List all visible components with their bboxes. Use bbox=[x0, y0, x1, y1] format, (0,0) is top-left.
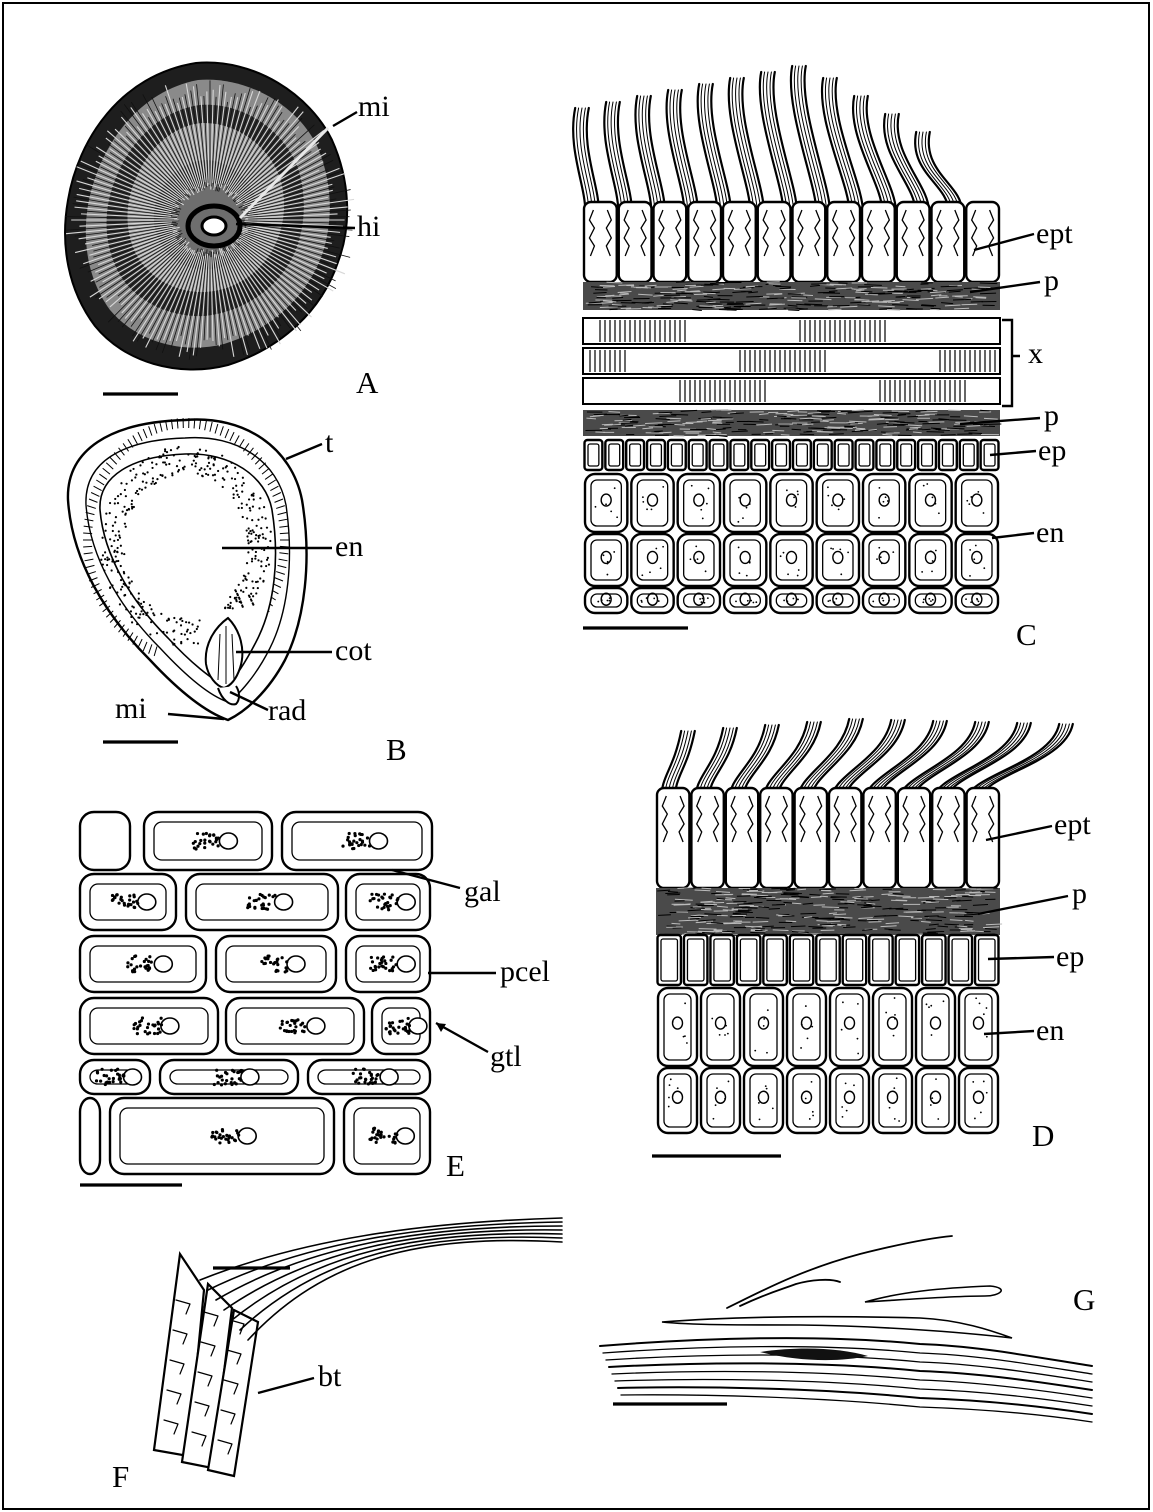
seed-longitudinal-section-drawing bbox=[68, 418, 307, 720]
fiber-strands-drawing bbox=[600, 1236, 1092, 1422]
label-x: x bbox=[1028, 337, 1043, 370]
label-ep: ep bbox=[1038, 434, 1066, 467]
panel-letter: G bbox=[1073, 1282, 1095, 1317]
panel-letter: F bbox=[112, 1459, 129, 1494]
label-mi: mi bbox=[115, 692, 147, 725]
label-p: p bbox=[1044, 399, 1059, 432]
panel-g: G bbox=[600, 1236, 1095, 1422]
parenchyma-layer bbox=[583, 410, 1001, 437]
label-pcel: pcel bbox=[500, 955, 550, 988]
trichome-epidermis-cells bbox=[657, 788, 999, 888]
panel-e: gal pcel gtl E bbox=[80, 812, 550, 1185]
label-cot: cot bbox=[335, 634, 372, 667]
label-rad: rad bbox=[268, 694, 306, 727]
endosperm-cells bbox=[585, 474, 998, 613]
label-gtl: gtl bbox=[490, 1040, 522, 1073]
label-ep: ep bbox=[1056, 940, 1084, 973]
epidermis-cells bbox=[585, 440, 999, 470]
endosperm-cells bbox=[658, 988, 998, 1133]
label-mi: mi bbox=[358, 90, 390, 123]
panel-letter: A bbox=[356, 365, 379, 400]
seed-coat-section-drawing bbox=[573, 66, 1001, 613]
label-en: en bbox=[335, 530, 363, 563]
parenchyma-layer bbox=[583, 282, 1000, 311]
xylem-layer bbox=[583, 318, 1000, 404]
endosperm-cells-drawing bbox=[80, 812, 432, 1174]
branched-trichome-drawing bbox=[154, 1218, 562, 1476]
label-bt: bt bbox=[318, 1360, 342, 1393]
label-ept: ept bbox=[1054, 808, 1091, 841]
panel-letter: B bbox=[386, 732, 407, 767]
trichome-strands bbox=[573, 66, 962, 210]
seed-face-view-drawing bbox=[65, 63, 354, 370]
panel-b: t en cot rad mi B bbox=[68, 418, 407, 767]
panel-letter: C bbox=[1016, 617, 1037, 652]
label-en: en bbox=[1036, 516, 1064, 549]
label-t: t bbox=[325, 426, 334, 459]
panel-d: ept p ep en D bbox=[652, 719, 1091, 1156]
panel-f: bt F bbox=[112, 1218, 562, 1494]
panel-c: ept p x p ep en C bbox=[573, 66, 1073, 652]
trichome-epidermis-cells bbox=[584, 202, 999, 282]
seed-coat-section-drawing bbox=[656, 719, 1073, 1133]
panel-a: mi hi A bbox=[65, 63, 390, 400]
label-p: p bbox=[1072, 877, 1087, 910]
label-hi: hi bbox=[357, 210, 380, 243]
label-ept: ept bbox=[1036, 217, 1073, 250]
label-gal: gal bbox=[464, 875, 501, 908]
label-en: en bbox=[1036, 1014, 1064, 1047]
parenchyma-layer bbox=[656, 888, 1002, 936]
panel-letter: E bbox=[446, 1148, 465, 1183]
panel-letter: D bbox=[1032, 1118, 1054, 1153]
label-p: p bbox=[1044, 264, 1059, 297]
epidermis-cells bbox=[658, 935, 999, 985]
